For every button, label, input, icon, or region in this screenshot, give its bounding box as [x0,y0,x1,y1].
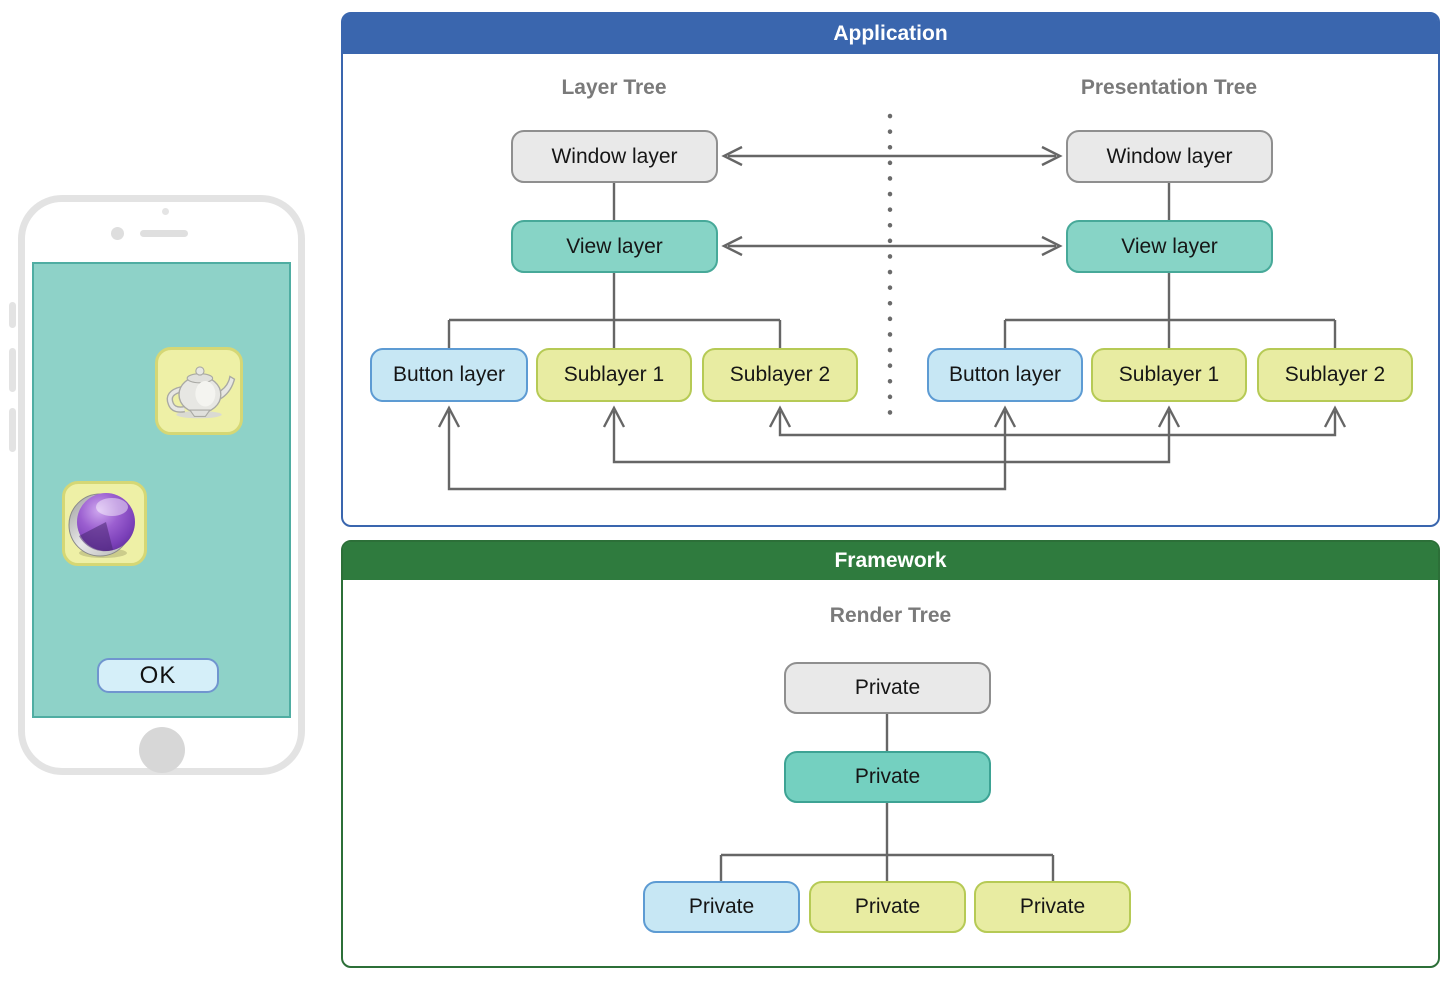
teapot-icon [166,366,236,419]
node-label: Private [854,765,921,788]
node-label: Private [688,895,755,918]
teapot-tile [155,347,243,435]
node-label: Sublayer 1 [563,363,665,386]
node-label: Private [854,676,921,699]
phone-sensor-dot [162,208,169,215]
layer-tree-sublayer1-node: Sublayer 1 [536,348,692,402]
framework-panel: Framework Render Tree Private Private Pr… [341,540,1440,968]
node-label: Button layer [948,363,1062,386]
render-tree-child1-node: Private [643,881,800,933]
phone-volume-up-button [9,348,16,392]
render-tree-connectors [719,714,1055,881]
render-tree-branch-node: Private [784,751,991,803]
application-panel: Application Layer Tree Presentation Tree [341,12,1440,527]
application-title: Application [833,22,948,45]
application-connectors [437,113,1347,491]
node-label: Sublayer 2 [729,363,831,386]
phone-speaker [140,230,188,237]
render-tree-child3-node: Private [974,881,1131,933]
application-panel-header: Application [343,14,1438,54]
render-tree-child2-node: Private [809,881,966,933]
phone-screen: OK [32,262,291,718]
presentation-tree-window-layer-node: Window layer [1066,130,1273,183]
layer-tree-view-layer-node: View layer [511,220,718,273]
ok-button-label: OK [139,661,177,689]
presentation-tree-button-layer-node: Button layer [927,348,1083,402]
node-label: Sublayer 2 [1284,363,1386,386]
framework-panel-header: Framework [343,542,1438,580]
core-animation-tile [62,481,147,566]
framework-title: Framework [834,549,947,572]
render-tree-root-node: Private [784,662,991,714]
ok-button: OK [97,658,219,693]
core-animation-icon [68,492,135,558]
layer-tree-title: Layer Tree [561,76,667,99]
render-tree-title: Render Tree [829,604,952,627]
node-label: View layer [566,234,663,258]
phone-mockup: OK [18,195,305,775]
phone-home-button [138,727,185,773]
layer-tree-button-layer-node: Button layer [370,348,528,402]
node-label: Sublayer 1 [1118,363,1220,386]
phone-volume-down-button [9,408,16,452]
presentation-tree-title: Presentation Tree [1080,76,1258,99]
presentation-tree-view-layer-node: View layer [1066,220,1273,273]
presentation-tree-sublayer1-node: Sublayer 1 [1091,348,1247,402]
node-label: Window layer [1106,144,1233,168]
node-label: View layer [1121,234,1218,258]
phone-camera-icon [111,227,124,240]
node-label: Private [854,895,921,918]
node-label: Button layer [392,363,506,386]
phone-mute-switch [9,302,16,328]
layer-tree-window-layer-node: Window layer [511,130,718,183]
node-label: Private [1019,895,1086,918]
presentation-tree-sublayer2-node: Sublayer 2 [1257,348,1413,402]
layer-tree-sublayer2-node: Sublayer 2 [702,348,858,402]
node-label: Window layer [551,144,678,168]
